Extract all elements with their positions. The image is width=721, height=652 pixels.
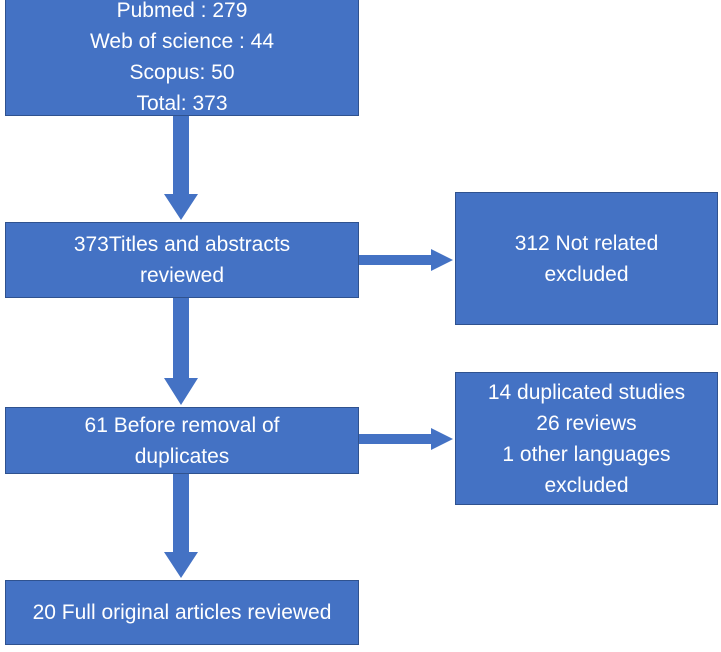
not-related-line-1: 312 Not related <box>514 231 659 255</box>
sources-line-pubmed: Pubmed : 279 <box>116 0 248 22</box>
not-related-line-2: excluded <box>544 262 629 286</box>
screened-box: 373Titles and abstracts reviewed <box>5 222 359 298</box>
sources-line-total: Total: 373 <box>136 92 228 115</box>
final-line: 20 Full original articles reviewed <box>32 601 332 624</box>
screened-line-2: reviewed <box>139 264 225 287</box>
before-dedup-line-1: 61 Before removal of <box>84 413 280 437</box>
excluded-line-reviews: 26 reviews <box>536 411 637 435</box>
arrow-sources-to-screened <box>164 116 198 220</box>
arrow-screened-to-dedup <box>164 298 198 405</box>
final-box: 20 Full original articles reviewed <box>5 580 359 645</box>
sources-line-scopus: Scopus: 50 <box>129 61 235 84</box>
before-dedup-line-2: duplicates <box>134 444 230 468</box>
screened-line-1: 373Titles and abstracts <box>73 233 291 256</box>
arrow-dedup-to-final <box>164 474 198 578</box>
arrow-dedup-to-excluded <box>359 428 453 450</box>
arrow-screened-to-notrelated <box>359 249 453 271</box>
excluded-box: 14 duplicated studies 26 reviews 1 other… <box>455 372 718 505</box>
before-dedup-box: 61 Before removal of duplicates <box>5 407 359 474</box>
sources-line-wos: Web of science : 44 <box>89 30 275 53</box>
sources-box: Pubmed : 279 Web of science : 44 Scopus:… <box>5 0 359 116</box>
excluded-line-excluded: excluded <box>544 473 629 497</box>
not-related-box: 312 Not related excluded <box>455 192 718 325</box>
excluded-line-languages: 1 other languages <box>502 442 671 466</box>
excluded-line-duplicates: 14 duplicated studies <box>487 380 686 404</box>
